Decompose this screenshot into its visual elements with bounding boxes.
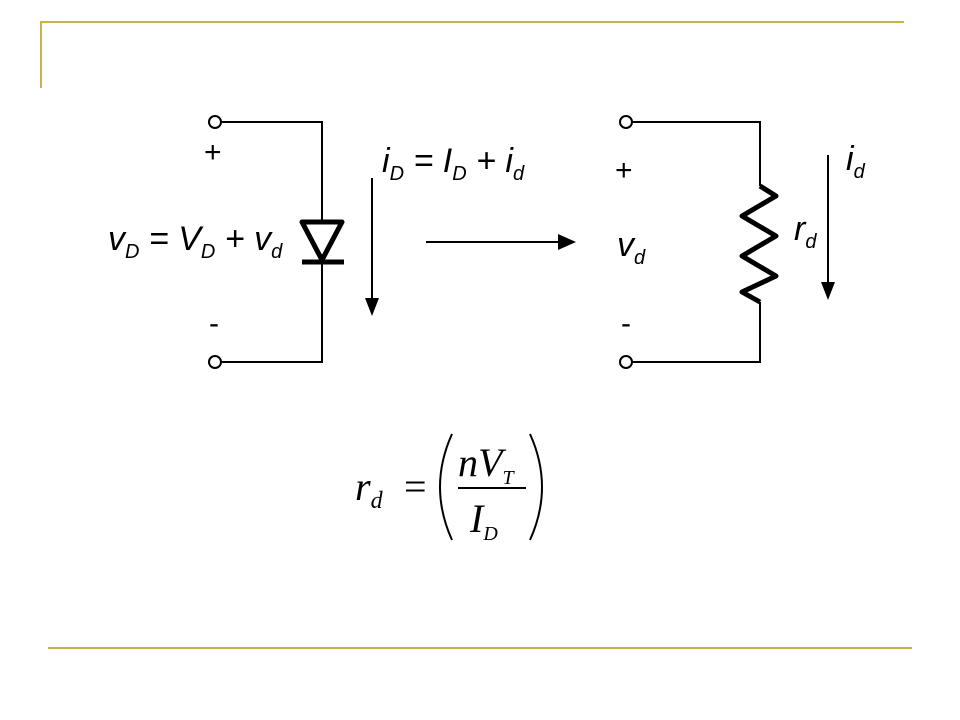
transform-arrow-icon bbox=[426, 234, 576, 250]
right-bottom-wire bbox=[632, 302, 761, 363]
resistor-icon bbox=[739, 183, 779, 305]
right-plus-sign: + bbox=[615, 154, 633, 187]
right-minus-sign: - bbox=[621, 307, 631, 340]
diode-icon bbox=[299, 219, 345, 265]
left-minus-sign: - bbox=[209, 307, 219, 340]
left-current-arrow-icon bbox=[365, 178, 379, 316]
left-circuit: + - vD = VD + vd iD = ID + id bbox=[108, 115, 525, 369]
right-top-wire bbox=[632, 121, 761, 186]
left-top-terminal[interactable] bbox=[208, 115, 222, 129]
formula-equals: = bbox=[404, 464, 427, 509]
left-current-label: iD = ID + id bbox=[382, 142, 525, 185]
right-top-terminal[interactable] bbox=[619, 115, 633, 129]
right-current-arrow-icon bbox=[821, 155, 835, 300]
resistance-label: rd bbox=[794, 210, 817, 253]
formula-numerator: nVT bbox=[458, 440, 515, 489]
formula-lhs: rd bbox=[355, 464, 384, 514]
rd-formula: rd = nVT ID bbox=[355, 433, 543, 545]
left-bottom-wire bbox=[221, 262, 323, 363]
right-bottom-terminal[interactable] bbox=[619, 355, 633, 369]
right-circuit: + - vd rd id bbox=[615, 115, 866, 369]
left-paren bbox=[439, 433, 453, 541]
left-plus-sign: + bbox=[204, 136, 222, 169]
left-top-wire bbox=[221, 121, 323, 220]
right-voltage-label: vd bbox=[617, 226, 646, 269]
right-paren bbox=[529, 433, 543, 541]
left-voltage-label: vD = VD + vd bbox=[108, 220, 283, 263]
formula-denominator: ID bbox=[469, 496, 498, 545]
left-bottom-terminal[interactable] bbox=[208, 355, 222, 369]
slide-frame bbox=[40, 21, 912, 649]
right-current-label: id bbox=[846, 140, 866, 183]
